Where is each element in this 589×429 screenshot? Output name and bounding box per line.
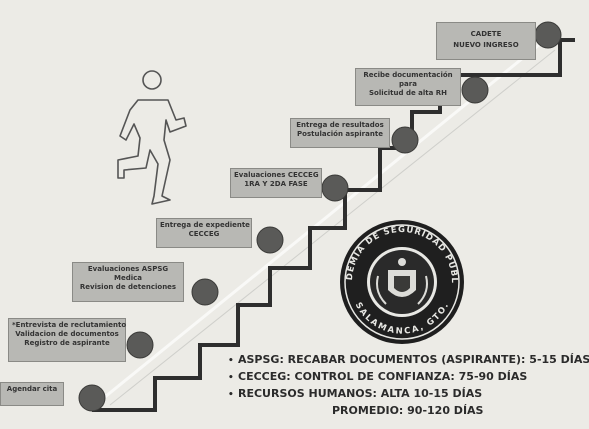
step-label-box: Entrega de resultados Postulación aspira… bbox=[290, 118, 390, 148]
note-text: RECURSOS HUMANOS: ALTA 10-15 DÍAS bbox=[238, 387, 483, 400]
timeline-notes: • ASPSG: RECABAR DOCUMENTOS (ASPIRANTE): … bbox=[228, 352, 589, 419]
step-label-line: 1RA Y 2DA FASE bbox=[244, 180, 308, 188]
step-label-line: Postulación aspirante bbox=[297, 130, 383, 138]
note-item: • RECURSOS HUMANOS: ALTA 10-15 DÍAS bbox=[228, 386, 589, 403]
step-label-line: CADETE bbox=[470, 30, 502, 38]
note-text: CECCEG: CONTROL DE CONFIANZA: 75-90 DÍAS bbox=[238, 370, 528, 383]
step-label-box: Entrega de expediente CECCEG bbox=[156, 218, 252, 248]
step-label-line: Entrega de expediente bbox=[160, 221, 250, 229]
step-node bbox=[391, 126, 419, 154]
step-label-line: *Entrevista de reclutamiento bbox=[12, 321, 127, 329]
step-label-line: Agendar cita bbox=[6, 385, 58, 393]
step-label-box: Evaluaciones CECCEG 1RA Y 2DA FASE bbox=[230, 168, 322, 198]
bullet-icon: • bbox=[228, 390, 234, 400]
walking-figure-icon bbox=[117, 70, 187, 205]
bullet-icon: • bbox=[228, 356, 234, 366]
note-item: • ASPSG: RECABAR DOCUMENTOS (ASPIRANTE): … bbox=[228, 352, 589, 369]
step-node bbox=[191, 278, 219, 306]
step-label-line: Recibe documentación bbox=[363, 71, 453, 79]
step-label-box: Evaluaciones ASPSG Medica Revision de de… bbox=[72, 262, 184, 302]
step-node bbox=[534, 21, 562, 49]
step-label-line: NUEVO INGRESO bbox=[453, 41, 519, 49]
step-label-box: CADETE NUEVO INGRESO bbox=[436, 22, 536, 60]
step-node bbox=[78, 384, 106, 412]
step-label-box: Agendar cita bbox=[0, 382, 64, 406]
note-text: ASPSG: RECABAR DOCUMENTOS (ASPIRANTE): 5… bbox=[238, 353, 589, 366]
step-label-box: Recibe documentación para Solicitud de a… bbox=[355, 68, 461, 106]
step-label-line: Medica bbox=[114, 274, 142, 282]
step-label-box: *Entrevista de reclutamiento Validacion … bbox=[8, 318, 126, 362]
bullet-icon: • bbox=[228, 373, 234, 383]
step-label-line: Evaluaciones CECCEG bbox=[234, 171, 319, 179]
step-label-line: para bbox=[399, 80, 417, 88]
average-duration: PROMEDIO: 90-120 DÍAS bbox=[332, 404, 484, 417]
step-label-line: Registro de aspirante bbox=[24, 339, 110, 347]
step-node bbox=[126, 331, 154, 359]
step-label-line: Validacion de documentos bbox=[15, 330, 119, 338]
step-node bbox=[461, 76, 489, 104]
step-label-line: Entrega de resultados bbox=[296, 121, 384, 129]
step-label-line: Revision de detenciones bbox=[79, 283, 177, 291]
step-node bbox=[321, 174, 349, 202]
step-label-line: Solicitud de alta RH bbox=[368, 89, 448, 97]
step-node bbox=[256, 226, 284, 254]
step-label-line: Evaluaciones ASPSG bbox=[87, 265, 169, 273]
note-item: • CECCEG: CONTROL DE CONFIANZA: 75-90 DÍA… bbox=[228, 369, 589, 386]
step-label-line: CECCEG bbox=[188, 230, 220, 238]
